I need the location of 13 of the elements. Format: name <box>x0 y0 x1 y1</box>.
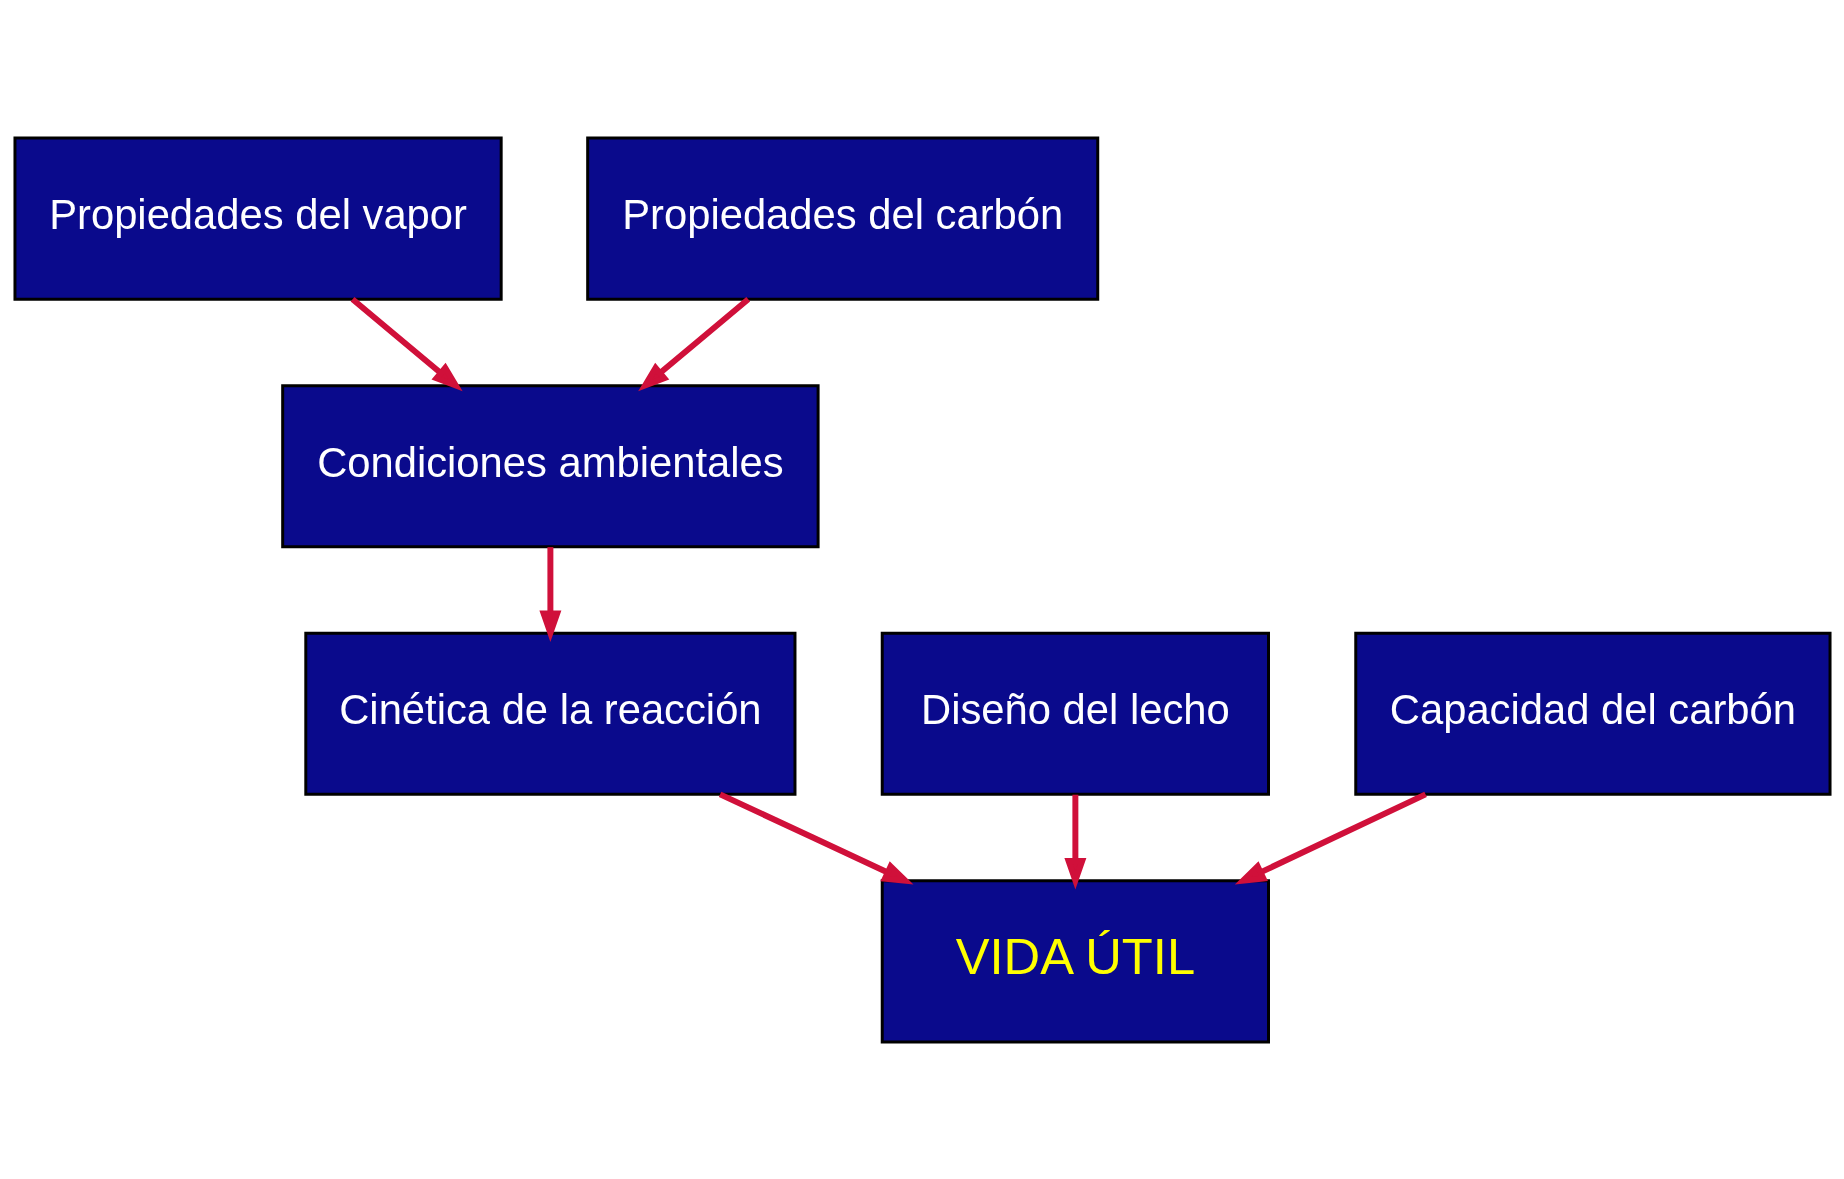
arrow <box>350 296 463 391</box>
arrow <box>718 791 913 884</box>
arrow <box>1234 791 1427 884</box>
arrow <box>538 546 561 642</box>
node-box: Cinética de la reacción <box>303 631 796 796</box>
node-box: Capacidad del carbón <box>1353 631 1831 796</box>
node-box: Condiciones ambientales <box>280 383 820 548</box>
node-box: Propiedades del carbón <box>585 136 1099 301</box>
node-box: VIDA ÚTIL <box>880 878 1270 1043</box>
node-box: Propiedades del vapor <box>13 136 503 301</box>
arrow <box>637 296 750 391</box>
node-box: Diseño del lecho <box>880 631 1270 796</box>
arrow <box>1063 794 1086 889</box>
